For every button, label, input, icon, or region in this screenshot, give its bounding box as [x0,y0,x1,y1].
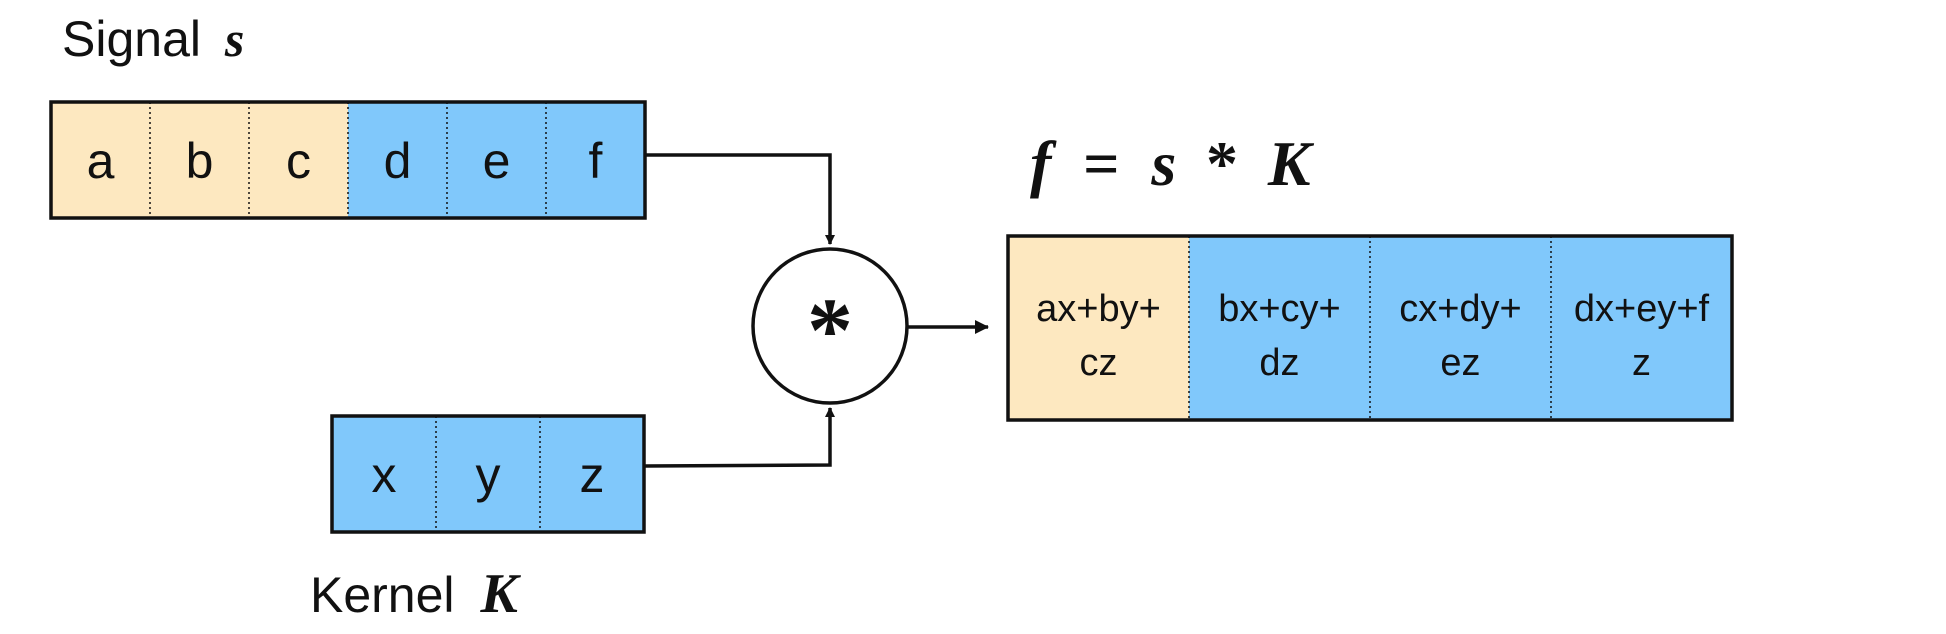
output-cell: bx+cy+ dz [1189,236,1370,420]
kernel-cell-text: x [372,447,397,503]
convolution-operator: * [751,247,909,405]
signal-cell-fill [150,102,249,218]
output-cell: dx+ey+f z [1551,236,1732,420]
signal-label-word: Signal [62,11,201,67]
output-cell-fill [1370,236,1551,420]
kernel-cell-text: y [476,447,501,503]
equation-kernel: K [1267,128,1315,199]
output-cell-text: cz [1080,342,1118,384]
output-cell-text: bx+cy+ [1218,288,1341,330]
asterisk-icon: * [807,279,853,381]
signal-to-operator-arrow [645,153,835,245]
output-cell: ax+by+ cz [1008,236,1189,420]
signal-cell: a [51,102,150,218]
kernel-label-symbol: K [479,563,521,625]
equation-lhs: f [1030,128,1057,199]
signal-cell-text: f [589,133,603,189]
kernel-border [330,414,646,534]
kernel-label: Kernel K [310,563,521,625]
kernel-cell-fill [332,416,436,532]
output-cell-text: dx+ey+f [1574,288,1710,330]
operator-circle [751,247,909,405]
kernel-to-operator-arrow [644,407,835,468]
output-array: ax+by+ cz bx+cy+ dz cx+dy+ ez dx+ey+f z [1006,234,1734,422]
signal-cell-fill [546,102,645,218]
output-cell: cx+dy+ ez [1370,236,1551,420]
signal-label-symbol: s [224,11,244,67]
output-cell-text: dz [1259,342,1299,384]
signal-cell-text: c [286,133,311,189]
signal-border [49,100,647,220]
kernel-cell: x [332,416,436,532]
signal-cell: d [348,102,447,218]
kernel-cell: z [540,416,644,532]
signal-cell-text: a [87,133,115,189]
output-cell-fill [1008,236,1189,420]
kernel-array: x y z [330,414,646,534]
kernel-cell-fill [540,416,644,532]
signal-cell-text: e [483,133,511,189]
output-cell-fill [1189,236,1370,420]
output-cell-text: ez [1440,342,1480,384]
signal-label: Signal s [62,11,244,67]
output-cell-fill [1551,236,1732,420]
kernel-cell-fill [436,416,540,532]
output-cell-text: z [1632,342,1651,384]
signal-cell-fill [51,102,150,218]
signal-cell: c [249,102,348,218]
signal-cell-fill [249,102,348,218]
equation-signal: s [1150,128,1176,199]
signal-cell: b [150,102,249,218]
output-cell-text: cx+dy+ [1399,288,1522,330]
equation-operator: * [1206,128,1238,199]
kernel-label-word: Kernel [310,567,455,623]
equation-equals: = [1083,128,1119,199]
signal-cell: f [546,102,645,218]
output-cell-text: ax+by+ [1036,288,1161,330]
output-border [1006,234,1734,422]
equation: f = s * K [1030,127,1315,199]
signal-cell-fill [447,102,546,218]
signal-cell-text: b [186,133,214,189]
kernel-cell: y [436,416,540,532]
signal-array: a b c d e f [49,100,647,220]
signal-cell: e [447,102,546,218]
kernel-cell-text: z [580,447,605,503]
signal-cell-text: d [384,133,412,189]
signal-cell-fill [348,102,447,218]
